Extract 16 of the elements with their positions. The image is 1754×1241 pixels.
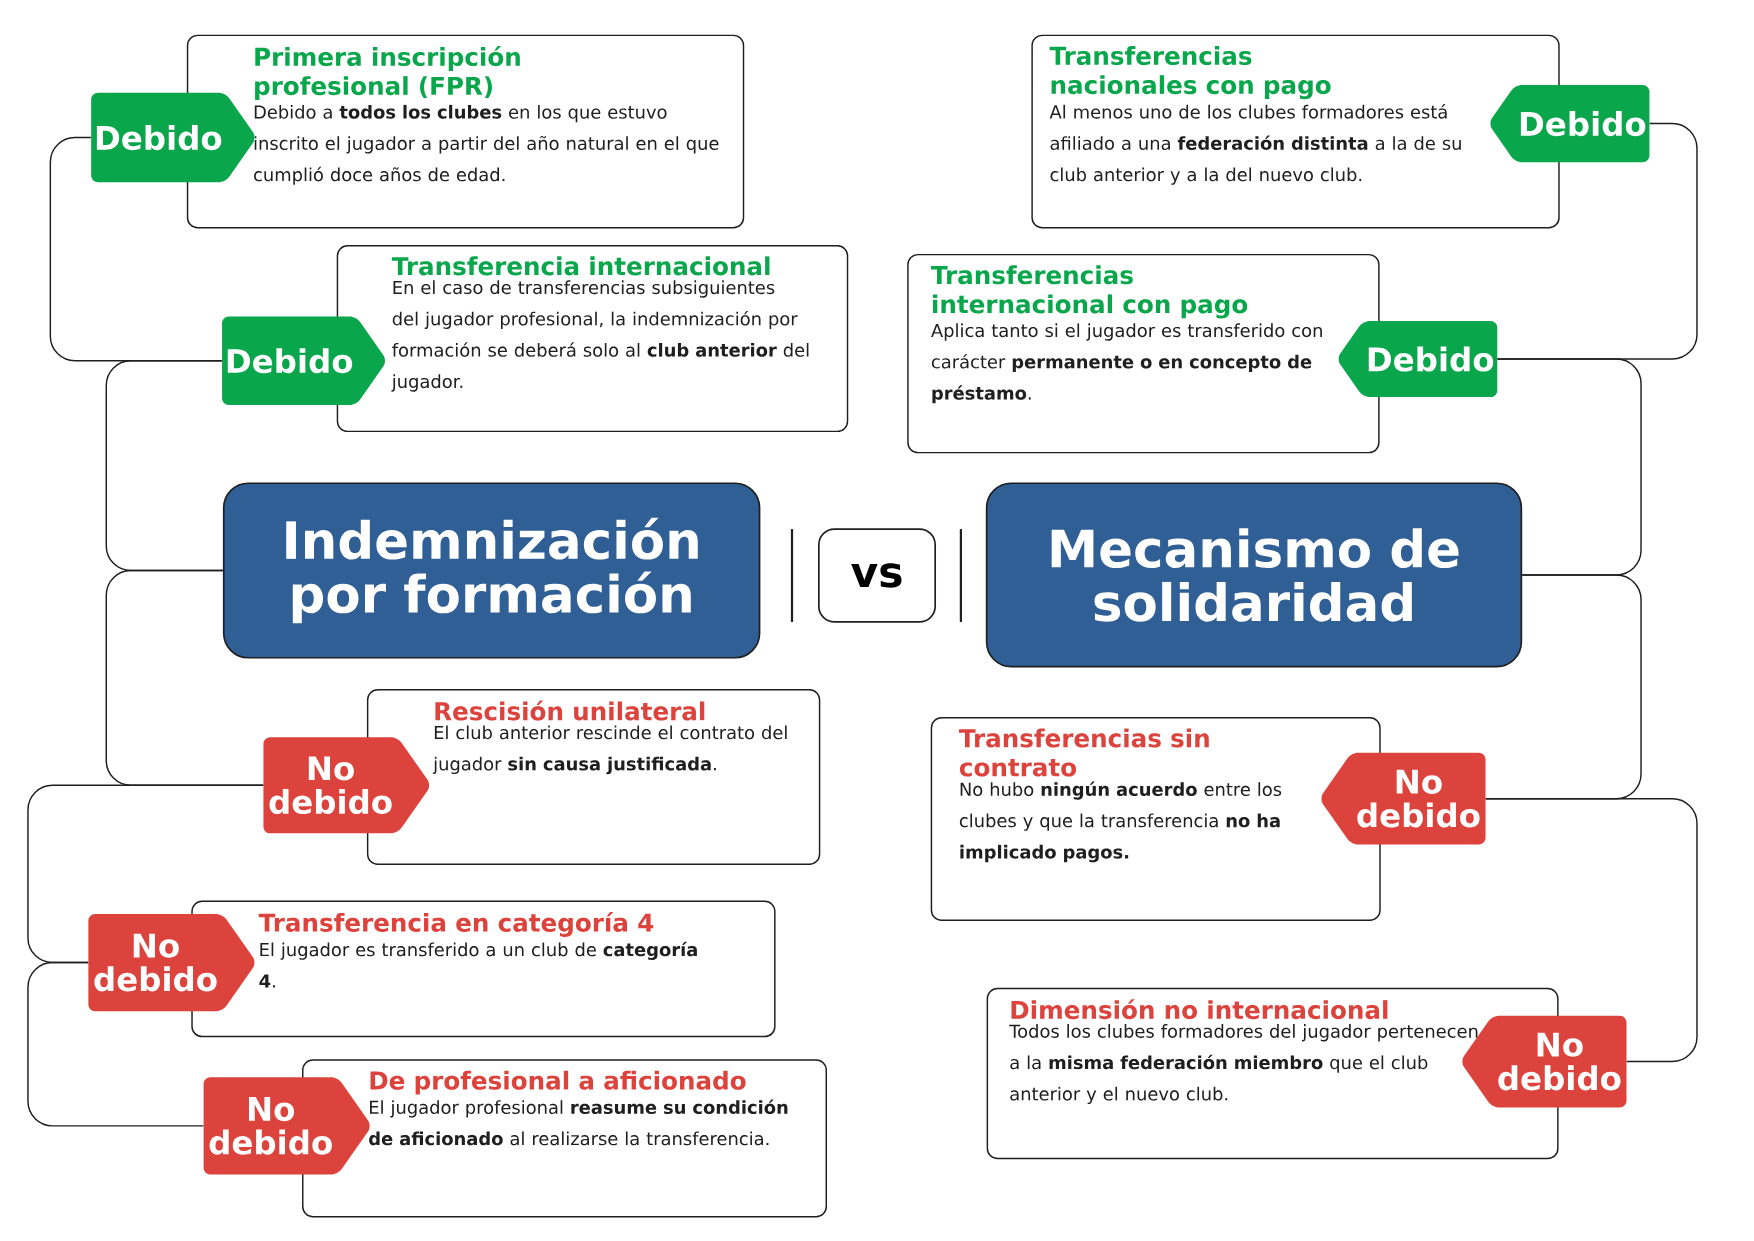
status-tag: No debido [263, 737, 430, 834]
versus-box: vs [818, 528, 936, 623]
connector-line [27, 962, 205, 1127]
status-tag: Debido [91, 93, 255, 183]
comparison-box: Mecanismo de solidaridad [985, 482, 1523, 668]
connector-line [1496, 358, 1642, 576]
connector-line [27, 784, 264, 964]
status-tag: No debido [1321, 753, 1486, 845]
comparison-box: Indemnización por formación [222, 482, 761, 659]
status-tag: Debido [1490, 85, 1650, 163]
connector-line [105, 360, 224, 572]
status-tag: Debido [222, 316, 385, 406]
status-tag: No debido [203, 1077, 370, 1175]
status-tag: No debido [88, 914, 255, 1012]
status-tag: Debido [1338, 321, 1498, 398]
connector-line [1485, 798, 1698, 1063]
